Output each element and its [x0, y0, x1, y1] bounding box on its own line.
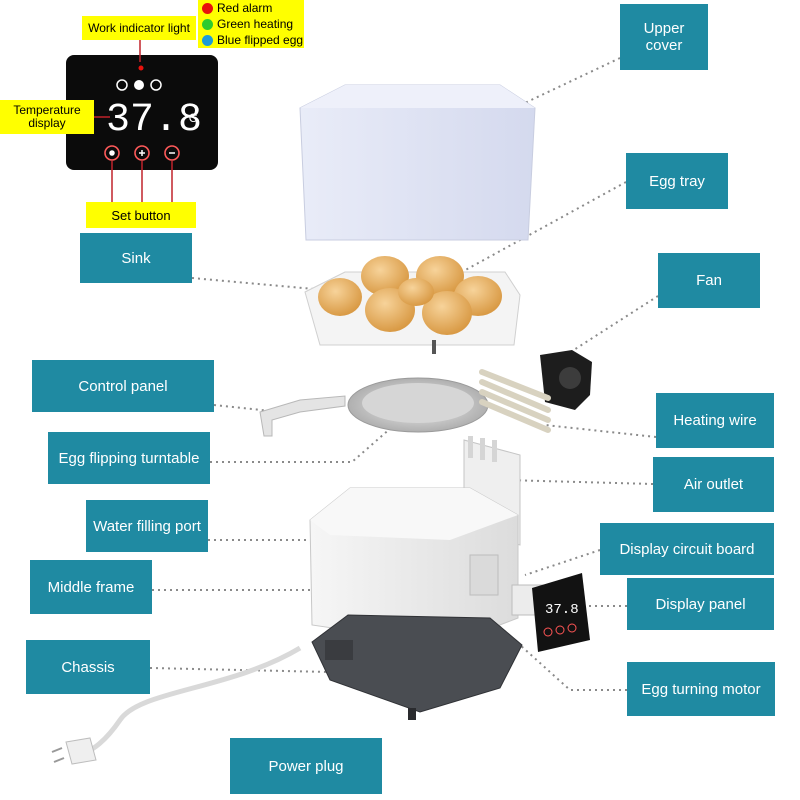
- leader-air-outlet: [504, 479, 654, 485]
- egg-tray-part: [304, 256, 521, 354]
- indicator-legend: Red alarm Green heating Blue flipped egg: [198, 0, 304, 48]
- indicator-led: [138, 65, 144, 71]
- callout-display-panel: Display panel: [627, 578, 774, 630]
- fan-part: [540, 350, 592, 410]
- callout-egg-turning-motor: Egg turning motor: [627, 662, 775, 716]
- legend-item-blue-flipped: Blue flipped egg: [202, 32, 303, 48]
- panel-inset-screen: [66, 55, 218, 170]
- chassis-part: [311, 614, 523, 720]
- leader-heating-wire: [544, 424, 657, 438]
- callout-upper-cover: Upper cover: [620, 4, 708, 70]
- eggs: [318, 256, 502, 335]
- callout-chassis: Chassis: [26, 640, 150, 694]
- blue-dot-icon: [202, 34, 213, 46]
- leader-chassis: [149, 667, 331, 673]
- panel-reading: 37.8: [106, 98, 202, 143]
- callout-sink: Sink: [80, 233, 192, 283]
- leader-turntable: [210, 419, 401, 463]
- plus-button-icon: [134, 145, 150, 161]
- callout-control-panel: Control panel: [32, 360, 214, 412]
- callout-egg-tray: Egg tray: [626, 153, 728, 209]
- set-button-label: Set button: [86, 202, 196, 228]
- control-panel-bracket: [259, 395, 346, 437]
- callout-water-filling-port: Water filling port: [86, 500, 208, 552]
- leader-sink: [191, 277, 326, 291]
- green-dot-icon: [202, 18, 213, 30]
- callout-display-circuit-board: Display circuit board: [600, 523, 774, 575]
- display-panel-part: 37.8: [532, 573, 590, 652]
- indicator-icon-alarm: [150, 79, 162, 91]
- set-gear-button-icon: [104, 145, 120, 161]
- legend-item-red-alarm: Red alarm: [202, 0, 272, 16]
- temperature-display-label: Temperature display: [0, 100, 94, 134]
- minus-button-icon: [164, 145, 180, 161]
- panel-unit: °C: [184, 111, 198, 125]
- panel-inset: 37.8 °C: [66, 38, 218, 202]
- panel-leaders: [94, 38, 173, 202]
- indicator-icon-heat: [134, 80, 144, 90]
- leader-fan: [554, 295, 659, 363]
- indicator-icon-flip: [116, 79, 128, 91]
- callout-egg-flipping-turntable: Egg flipping turntable: [48, 432, 210, 484]
- heating-wire-part: [479, 369, 551, 433]
- turntable-part: [347, 377, 489, 433]
- middle-frame-part: [309, 487, 519, 646]
- power-cord-part: [51, 645, 302, 765]
- callout-air-outlet: Air outlet: [653, 457, 774, 512]
- red-dot-icon: [202, 2, 213, 14]
- panel-buttons: [104, 145, 180, 161]
- callout-middle-frame: Middle frame: [30, 560, 152, 614]
- svg-text:37.8: 37.8: [545, 602, 579, 618]
- work-indicator-light-label: Work indicator light: [82, 16, 196, 40]
- callout-fan: Fan: [658, 253, 760, 308]
- leader-egg-tray: [459, 181, 627, 274]
- leader-display-board: [524, 549, 601, 576]
- callout-heating-wire: Heating wire: [656, 393, 774, 448]
- upper-cover-part: [299, 84, 536, 241]
- legend-item-green-heating: Green heating: [202, 16, 293, 32]
- callout-power-plug: Power plug: [230, 738, 382, 794]
